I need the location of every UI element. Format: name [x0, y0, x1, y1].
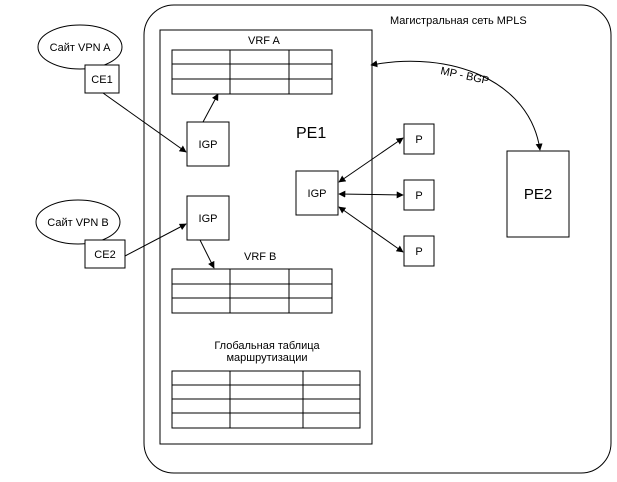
- pe1-label: PE1: [296, 125, 326, 142]
- vrf-a-table: [171, 49, 333, 95]
- igp-a-label: IGP: [199, 139, 218, 151]
- site-vpn-b: [35, 199, 121, 245]
- igp-core-box: [295, 170, 339, 216]
- ce1-router: [84, 64, 120, 94]
- pe2-label: PE2: [524, 186, 552, 203]
- igp-a-box: [186, 121, 230, 167]
- p-router-2: [403, 179, 435, 211]
- igp-b-label: IGP: [199, 213, 218, 225]
- arrow-ce1-to-igp-a: [102, 92, 187, 153]
- igp-b-box: [186, 195, 230, 241]
- vrf-a-label: VRF A: [248, 35, 280, 47]
- ce1-label: CE1: [91, 74, 112, 86]
- p-router-3: [403, 235, 435, 267]
- global-routing-table: [171, 370, 361, 429]
- p-router-1-label: P: [415, 134, 422, 146]
- pe2-router: [506, 150, 570, 238]
- global-table-label-2: маршрутизации: [226, 352, 307, 364]
- vrf-b-label: VRF B: [244, 251, 276, 263]
- p-router-2-label: P: [415, 190, 422, 202]
- site-vpn-a-label: Сайт VPN A: [50, 42, 111, 54]
- site-vpn-b-label: Сайт VPN B: [47, 217, 108, 229]
- site-vpn-a: [37, 24, 123, 70]
- vrf-b-table: [171, 268, 333, 314]
- global-table-label-1: Глобальная таблица: [214, 340, 320, 352]
- ce2-router: [84, 239, 126, 269]
- mp-bgp-session-arrow: [370, 60, 543, 151]
- arrow-igp-core-p2: [338, 190, 404, 199]
- mpls-backbone-label: Магистральная сеть MPLS: [390, 15, 527, 27]
- arrow-igp-core-p3: [338, 206, 404, 253]
- p-router-3-label: P: [415, 246, 422, 258]
- ce2-label: CE2: [94, 249, 115, 261]
- arrow-igp-a-to-vrf-a: [202, 93, 219, 123]
- arrow-ce2-to-igp-b: [124, 223, 187, 257]
- igp-core-label: IGP: [308, 188, 327, 200]
- arrow-igp-b-to-vrf-b: [199, 239, 215, 269]
